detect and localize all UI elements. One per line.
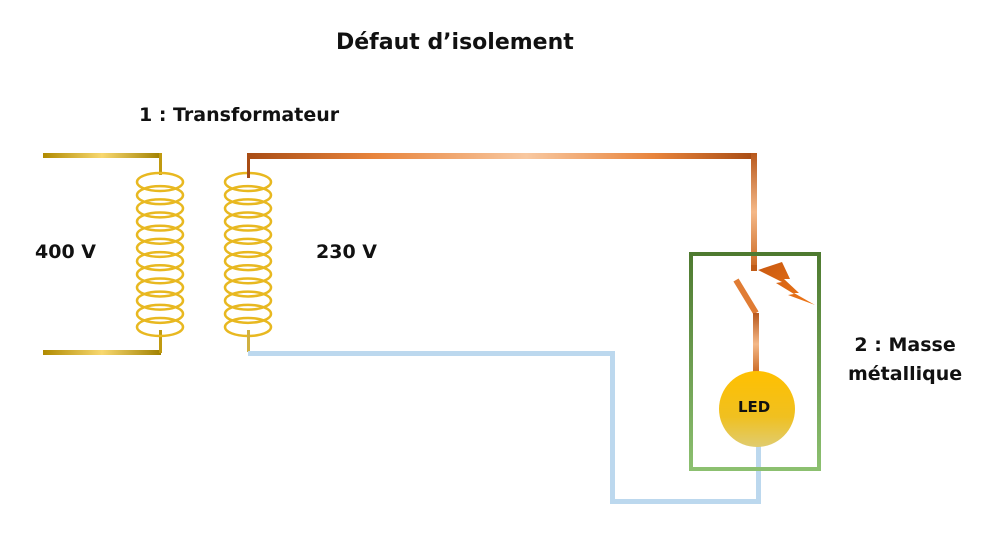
coil-turn: [135, 277, 185, 298]
coil-turn: [223, 211, 273, 232]
coil-turn: [223, 198, 273, 219]
coil-turn: [223, 264, 273, 285]
coil-turn: [135, 198, 185, 219]
coil-turn: [223, 303, 273, 325]
primary-bottom-wire: [43, 350, 161, 355]
transformer-label: 1 : Transformateur: [139, 104, 340, 126]
primary-coil: [135, 171, 185, 338]
phase-wire: [247, 153, 757, 271]
metal-mass-label-line2: métallique: [848, 363, 963, 385]
coil-turn: [135, 237, 185, 259]
coil-turn: [135, 316, 185, 338]
metal-mass-box: [689, 252, 821, 471]
coil-turn: [135, 171, 185, 193]
coil-turn: [135, 250, 185, 272]
coil-turn: [135, 290, 185, 311]
metal-mass-label-line1: 2 : Masse: [854, 334, 956, 356]
primary-top-wire: [43, 153, 161, 158]
led-lamp: [719, 371, 795, 447]
coil-turn: [135, 224, 185, 245]
coil-turn: [135, 303, 185, 325]
coil-turn: [223, 237, 273, 259]
neutral-wire: [247, 330, 761, 504]
coil-turn: [223, 290, 273, 311]
secondary-coil: [223, 171, 273, 338]
coil-turn: [135, 184, 185, 206]
coil-turn: [223, 224, 273, 245]
coil-turn: [223, 277, 273, 298]
primary-wires: [43, 153, 162, 355]
switch: [733, 278, 759, 375]
coil-turn: [135, 211, 185, 232]
primary-voltage-label: 400 V: [35, 241, 96, 263]
page-title: Défaut d’isolement: [336, 30, 574, 55]
secondary-voltage-label: 230 V: [316, 241, 377, 263]
coil-turn: [223, 250, 273, 272]
insulation-fault-spark-icon: [758, 262, 815, 305]
led-label: LED: [738, 398, 771, 416]
coil-turn: [135, 264, 185, 285]
coil-turn: [223, 184, 273, 206]
metal-mass-label: 2 : Masse métallique: [848, 331, 962, 389]
